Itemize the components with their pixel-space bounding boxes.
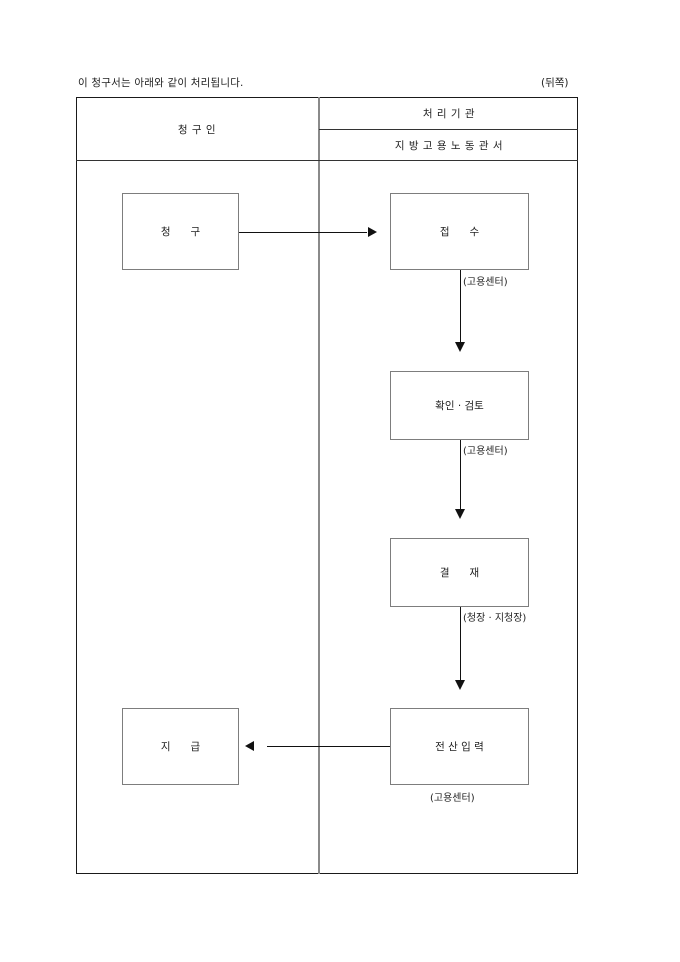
- payment-step-box: 지 급: [122, 708, 239, 785]
- column-divider: [318, 97, 320, 874]
- review-to-approval-line: [460, 440, 461, 509]
- data-entry-note: (고용센터): [430, 793, 475, 804]
- page-side-label: (뒤쪽): [541, 77, 569, 89]
- receipt-note: (고용센터): [463, 277, 508, 288]
- labor-office-header: 지 방 고 용 노 동 관 서: [394, 140, 504, 152]
- approval-note: (청장 · 지청장): [463, 613, 527, 624]
- arrow-down-icon: [455, 680, 465, 690]
- header-inner-divider: [319, 129, 578, 130]
- processing-agency-header: 처 리 기 관: [422, 108, 476, 120]
- arrow-right-icon: [368, 227, 377, 237]
- claim-to-receipt-line: [239, 232, 367, 233]
- receipt-step-box: 접 수: [390, 193, 529, 270]
- entry-to-payment-line: [267, 746, 390, 747]
- header-bottom-divider: [76, 160, 578, 161]
- approval-to-entry-line: [460, 607, 461, 680]
- claim-step-box: 청 구: [122, 193, 239, 270]
- data-entry-step-box: 전 산 입 력: [390, 708, 529, 785]
- intro-text: 이 청구서는 아래와 같이 처리됩니다.: [78, 77, 244, 89]
- arrow-down-icon: [455, 342, 465, 352]
- review-step-box: 확인 · 검토: [390, 371, 529, 440]
- arrow-left-icon: [245, 741, 254, 751]
- claimant-column-header: 청 구 인: [177, 124, 217, 136]
- approval-step-box: 결 재: [390, 538, 529, 607]
- arrow-down-icon: [455, 509, 465, 519]
- review-note: (고용센터): [463, 446, 508, 457]
- receipt-to-review-line: [460, 270, 461, 342]
- process-table: [76, 97, 578, 874]
